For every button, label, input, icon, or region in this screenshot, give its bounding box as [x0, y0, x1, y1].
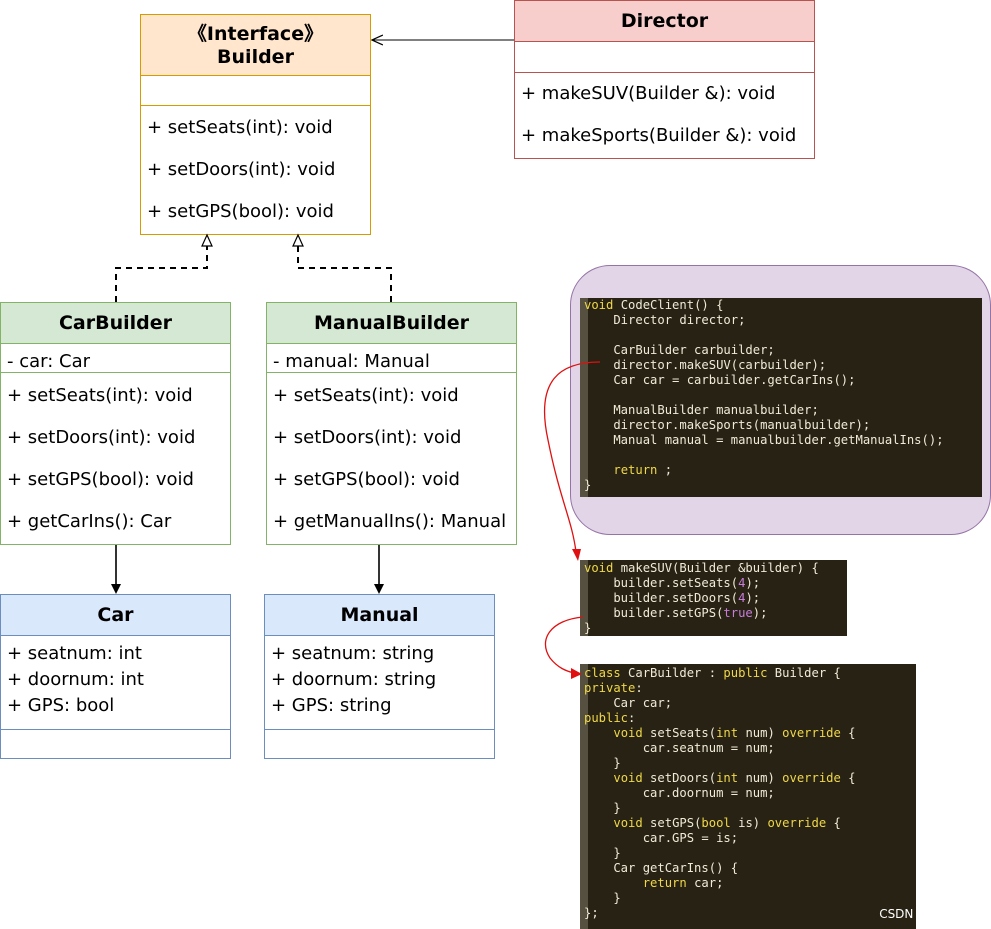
- carbuilder-method: + setSeats(int): void: [7, 385, 193, 406]
- carbuilder-header: CarBuilder: [1, 303, 230, 344]
- code-line: car.GPS = is;: [584, 831, 739, 845]
- director-attributes-section: [515, 42, 814, 73]
- code-line: };: [584, 906, 599, 920]
- builder-stereotype: 《Interface》: [187, 23, 324, 45]
- builder-method: + setGPS(bool): void: [147, 201, 334, 222]
- code-makesuv-snippet: void makeSUV(Builder &builder) { builder…: [580, 560, 847, 636]
- carbuilder-class: CarBuilder - car: Car + setSeats(int): v…: [0, 302, 231, 545]
- code-line: Car car = carbuilder.getCarIns();: [584, 373, 856, 387]
- code-line: public:: [584, 711, 636, 725]
- code-line: return car;: [642, 876, 724, 890]
- carbuilder-attribute: - car: Car: [7, 351, 91, 372]
- code-line: void setDoors(int num) override {: [613, 771, 856, 785]
- code-line: ManualBuilder manualbuilder;: [584, 403, 819, 417]
- builder-method: + setDoors(int): void: [147, 159, 336, 180]
- director-method: + makeSports(Builder &): void: [521, 125, 797, 146]
- builder-name: Builder: [217, 46, 294, 68]
- carbuilder-method: + setGPS(bool): void: [7, 469, 194, 490]
- code-line: builder.setDoors(4);: [584, 591, 761, 605]
- builder-attributes-section: [141, 76, 370, 106]
- car-attribute: + GPS: bool: [7, 695, 115, 716]
- dependency-arrowhead: [111, 584, 121, 594]
- code-line: Manual manual = manualbuilder.getManualI…: [584, 433, 944, 447]
- realization-arrowhead: [292, 233, 304, 247]
- carbuilder-method: + setDoors(int): void: [7, 427, 196, 448]
- code-line: void setGPS(bool is) override {: [613, 816, 841, 830]
- code-line: void CodeClient() {: [584, 298, 724, 312]
- code-line: }: [584, 756, 621, 770]
- red-flow-arrowhead: [571, 668, 582, 679]
- car-header: Car: [1, 595, 230, 636]
- code-carbuilder-snippet: class CarBuilder : public Builder {priva…: [580, 664, 916, 929]
- manualbuilder-method: + setDoors(int): void: [273, 427, 462, 448]
- red-flow-arrow: [544, 616, 584, 674]
- code-line: Car car;: [584, 696, 673, 710]
- manual-class: Manual + seatnum: string + doornum: stri…: [264, 594, 495, 759]
- code-client-snippet: void CodeClient() { Director director; C…: [580, 298, 982, 497]
- dependency-arrowhead: [374, 584, 384, 594]
- code-line: director.makeSports(manualbuilder);: [584, 418, 871, 432]
- manualbuilder-name: ManualBuilder: [313, 312, 469, 334]
- realization-line: [115, 246, 208, 302]
- realization-arrowhead: [201, 233, 213, 247]
- manualbuilder-attributes-section: - manual: Manual: [267, 344, 516, 373]
- carbuilder-name: CarBuilder: [58, 312, 173, 334]
- manual-attributes-section: + seatnum: string + doornum: string + GP…: [265, 636, 494, 730]
- car-attributes-section: + seatnum: int + doornum: int + GPS: boo…: [1, 636, 230, 730]
- manualbuilder-attribute: - manual: Manual: [273, 351, 430, 372]
- director-header: Director: [515, 1, 814, 42]
- code-line: void setSeats(int num) override {: [613, 726, 856, 740]
- code-line: }: [584, 478, 592, 492]
- code-line: director.makeSUV(carbuilder);: [584, 358, 827, 372]
- code-line: }: [584, 846, 621, 860]
- red-flow-arrow: [543, 361, 601, 553]
- car-name: Car: [97, 604, 134, 626]
- code-line: }: [584, 891, 621, 905]
- director-name: Director: [620, 10, 709, 32]
- car-class: Car + seatnum: int + doornum: int + GPS:…: [0, 594, 231, 759]
- car-attribute: + doornum: int: [7, 669, 144, 690]
- code-line: car.doornum = num;: [584, 786, 775, 800]
- builder-interface-class: 《Interface》 Builder + setSeats(int): voi…: [140, 14, 371, 235]
- code-line: Director director;: [584, 313, 746, 327]
- manual-attribute: + doornum: string: [271, 669, 437, 690]
- carbuilder-attributes-section: - car: Car: [1, 344, 230, 373]
- realization-line: [297, 246, 392, 302]
- code-line: builder.setGPS(true);: [584, 606, 768, 620]
- manualbuilder-class: ManualBuilder - manual: Manual + setSeat…: [266, 302, 517, 545]
- car-attribute: + seatnum: int: [7, 643, 142, 664]
- code-line: Car getCarIns() {: [584, 861, 739, 875]
- code-line: CarBuilder carbuilder;: [584, 343, 775, 357]
- code-line: private:: [584, 681, 643, 695]
- code-line: void makeSUV(Builder &builder) {: [584, 561, 819, 575]
- director-class: Director + makeSUV(Builder &): void + ma…: [514, 0, 815, 159]
- code-line: return ;: [613, 463, 673, 477]
- manual-attribute: + seatnum: string: [271, 643, 435, 664]
- manualbuilder-header: ManualBuilder: [267, 303, 516, 344]
- manualbuilder-method: + getManualIns(): Manual: [273, 511, 507, 532]
- carbuilder-method: + getCarIns(): Car: [7, 511, 172, 532]
- code-line: }: [584, 621, 592, 635]
- manualbuilder-method: + setSeats(int): void: [273, 385, 459, 406]
- watermark: CSDN @Lu Zelin: [879, 907, 977, 921]
- manual-attribute: + GPS: string: [271, 695, 392, 716]
- manualbuilder-method: + setGPS(bool): void: [273, 469, 460, 490]
- code-line: class CarBuilder : public Builder {: [584, 666, 841, 680]
- code-line: car.seatnum = num;: [584, 741, 775, 755]
- builder-method: + setSeats(int): void: [147, 117, 333, 138]
- manual-header: Manual: [265, 595, 494, 636]
- red-flow-arrowhead: [572, 549, 581, 561]
- director-method: + makeSUV(Builder &): void: [521, 83, 776, 104]
- code-line: }: [584, 801, 621, 815]
- manual-name: Manual: [340, 604, 419, 626]
- builder-header: 《Interface》 Builder: [141, 15, 370, 76]
- code-line: builder.setSeats(4);: [584, 576, 761, 590]
